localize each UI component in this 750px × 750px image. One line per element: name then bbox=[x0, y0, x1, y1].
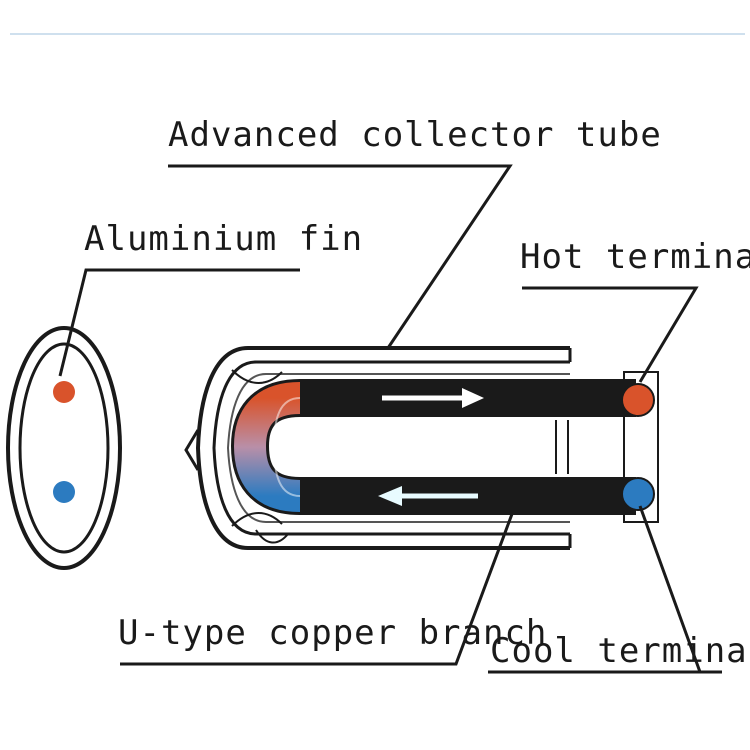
hot-flow-arrow bbox=[382, 388, 484, 408]
cool-pipe-section bbox=[53, 481, 75, 503]
label-hot-terminal: Hot terminal bbox=[520, 237, 750, 277]
collector-tube bbox=[184, 346, 659, 550]
leader-lines bbox=[58, 164, 722, 674]
label-advanced-collector-tube: Advanced collector tube bbox=[168, 115, 662, 155]
label-cool-terminal: Cool terminal bbox=[490, 631, 750, 671]
cool-flow-arrow bbox=[378, 486, 478, 506]
u-type-copper-branch bbox=[230, 379, 636, 515]
hot-pipe-section bbox=[53, 381, 75, 403]
hot-terminal-ball bbox=[621, 383, 655, 417]
label-u-type-copper-branch: U-type copper branch bbox=[118, 613, 547, 653]
tube-cross-section bbox=[6, 326, 122, 570]
label-aluminium-fin: Aluminium fin bbox=[84, 219, 363, 259]
cool-terminal-ball bbox=[621, 477, 655, 511]
